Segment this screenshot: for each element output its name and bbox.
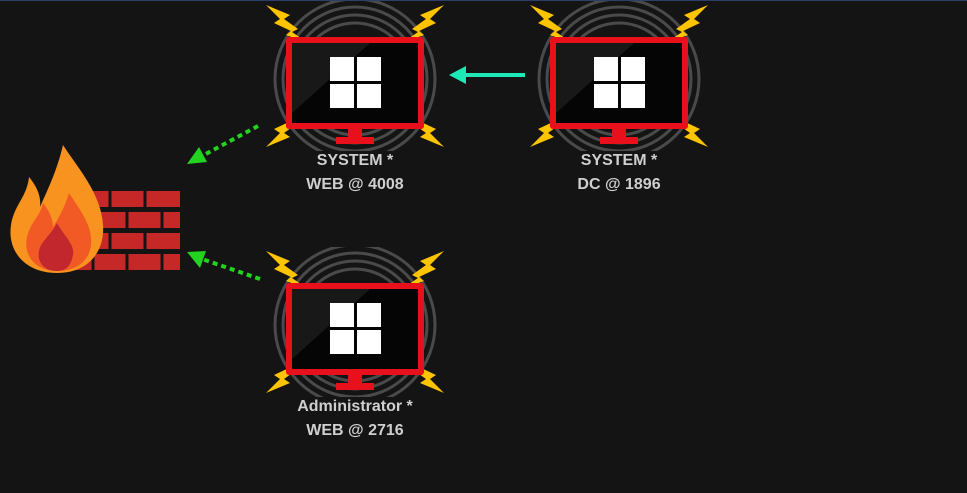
node-dc-1896[interactable]: SYSTEM * DC @ 1896 bbox=[524, 1, 714, 201]
windows-computer-icon bbox=[524, 1, 714, 151]
monitor bbox=[286, 37, 424, 144]
edge-web4008-to-firewall[interactable] bbox=[187, 126, 258, 164]
windows-computer-icon bbox=[260, 247, 450, 397]
edge-dc-to-web4008[interactable] bbox=[449, 66, 525, 84]
edge-web2716-to-firewall[interactable] bbox=[187, 251, 260, 279]
firewall-icon[interactable] bbox=[5, 141, 185, 281]
node-host-label: DC @ 1896 bbox=[524, 173, 714, 197]
node-host-label: WEB @ 2716 bbox=[260, 419, 450, 443]
fire-icon bbox=[10, 145, 103, 273]
node-web-2716[interactable]: Administrator * WEB @ 2716 bbox=[260, 247, 450, 447]
monitor bbox=[550, 37, 688, 144]
node-host-label: WEB @ 4008 bbox=[260, 173, 450, 197]
node-user-label: Administrator * bbox=[260, 395, 450, 419]
windows-computer-icon bbox=[260, 1, 450, 151]
node-web-4008[interactable]: SYSTEM * WEB @ 4008 bbox=[260, 1, 450, 201]
node-user-label: SYSTEM * bbox=[260, 149, 450, 173]
monitor bbox=[286, 283, 424, 390]
node-user-label: SYSTEM * bbox=[524, 149, 714, 173]
